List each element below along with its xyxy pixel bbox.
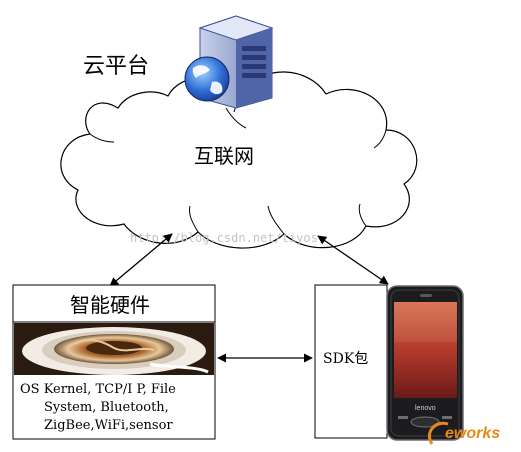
- hardware-description-line-2: System, Bluetooth,: [44, 400, 169, 415]
- internet-label: 互联网: [194, 144, 254, 168]
- eworks-logo: eworks: [427, 421, 500, 445]
- cloud-platform-label: 云平台: [83, 54, 149, 79]
- cloud-to-phone-arrow: [317, 235, 389, 285]
- svg-text:eworks: eworks: [445, 425, 500, 442]
- watermark-text: http://blog.csdn.net/tiyos: [130, 231, 318, 245]
- hardware-description-line-3: ZigBee,WiFi,sensor: [44, 418, 173, 433]
- smart-hardware-title: 智能硬件: [70, 293, 150, 317]
- lenovo-phone-image: [386, 285, 464, 441]
- sdk-label: SDK包: [323, 351, 368, 367]
- cloud-to-hardware-arrow: [109, 233, 173, 287]
- hardware-description-line-1: OS Kernel, TCP/I P, File: [20, 382, 176, 397]
- sdk-box: [314, 284, 388, 439]
- phone-brand-label: lenovo: [415, 405, 436, 412]
- coffee-cup-image: [14, 323, 214, 375]
- globe-icon: [184, 56, 230, 102]
- server-icon: [198, 15, 274, 109]
